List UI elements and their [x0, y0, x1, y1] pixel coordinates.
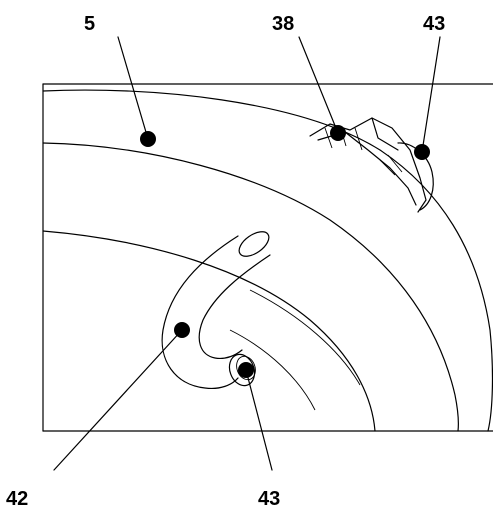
callout-label-5: 5 [84, 13, 95, 35]
top-clamp [309, 117, 434, 213]
callout-label-43-bottom: 43 [258, 488, 280, 510]
callout-label-38: 38 [272, 13, 294, 35]
leader-lines [53, 36, 441, 471]
callout-dot-5 [140, 131, 156, 147]
callout-dot-43-top [414, 144, 430, 160]
callout-label-43-top: 43 [423, 13, 445, 35]
callout-dot-38 [330, 125, 346, 141]
callout-dot-42 [174, 322, 190, 338]
callout-dot-43-bottom [238, 362, 254, 378]
view-frame [42, 83, 493, 432]
housing-outline [42, 89, 493, 432]
bent-hose [161, 231, 271, 390]
callout-label-42: 42 [6, 488, 28, 510]
callout-dots [140, 125, 430, 378]
